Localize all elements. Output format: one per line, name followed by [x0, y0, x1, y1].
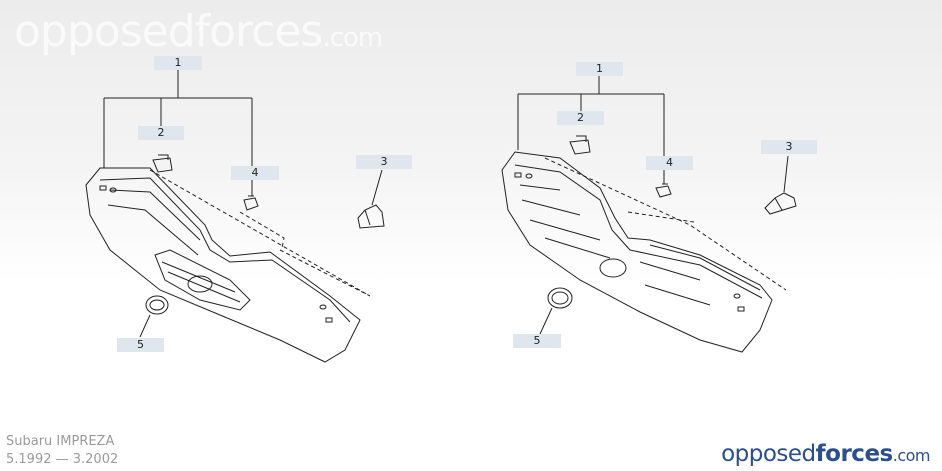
grille-body-left — [85, 167, 361, 363]
leader-line-1-left — [103, 70, 253, 168]
watermark-tld: .com — [322, 23, 383, 53]
callout-label-5-right: 5 — [513, 334, 561, 348]
callout-label-3-left: 3 — [356, 155, 412, 169]
brand-logo[interactable]: opposedforces.com — [721, 441, 930, 467]
vehicle-years: 5.1992 — 3.2002 — [6, 452, 119, 467]
grille-body-right — [501, 151, 773, 353]
nut-part-right — [655, 183, 672, 198]
clip-part-left — [152, 154, 173, 173]
vehicle-model: Subaru IMPREZA — [6, 434, 115, 449]
callout-label-1-left: 1 — [154, 56, 202, 70]
callout-label-4-left: 4 — [231, 166, 279, 180]
watermark-logo: opposedforces.com — [14, 6, 383, 57]
bracket-part-left — [357, 204, 385, 229]
grille-left — [85, 70, 385, 363]
logo-part-tld: .com — [892, 446, 931, 465]
grille-outline-dashed-left — [149, 169, 371, 297]
watermark-name: opposedforces — [14, 6, 323, 57]
grille-right — [501, 76, 797, 353]
logo-part-forces: forces — [815, 441, 894, 467]
callout-label-2-left: 2 — [138, 126, 184, 140]
leader-line-1-right — [517, 76, 665, 156]
clip-part-right — [569, 135, 591, 155]
callout-label-5-left: 5 — [117, 338, 164, 352]
emblem-ring-left — [187, 275, 213, 293]
gasket-ring-left — [145, 295, 169, 315]
logo-part-opposed: opposed — [721, 441, 816, 467]
gasket-ring-right — [547, 287, 573, 309]
nut-part-left — [243, 195, 259, 211]
callout-label-4-right: 4 — [646, 156, 693, 170]
callout-label-3-right: 3 — [761, 140, 817, 154]
bracket-part-right — [764, 192, 797, 215]
vehicle-info: Subaru IMPREZA 5.1992 — 3.2002 — [6, 433, 118, 469]
grille-outline-dashed-right — [544, 157, 787, 291]
emblem-ring-right — [599, 258, 627, 278]
callout-label-2-right: 2 — [557, 111, 604, 125]
callout-label-1-right: 1 — [576, 62, 623, 76]
